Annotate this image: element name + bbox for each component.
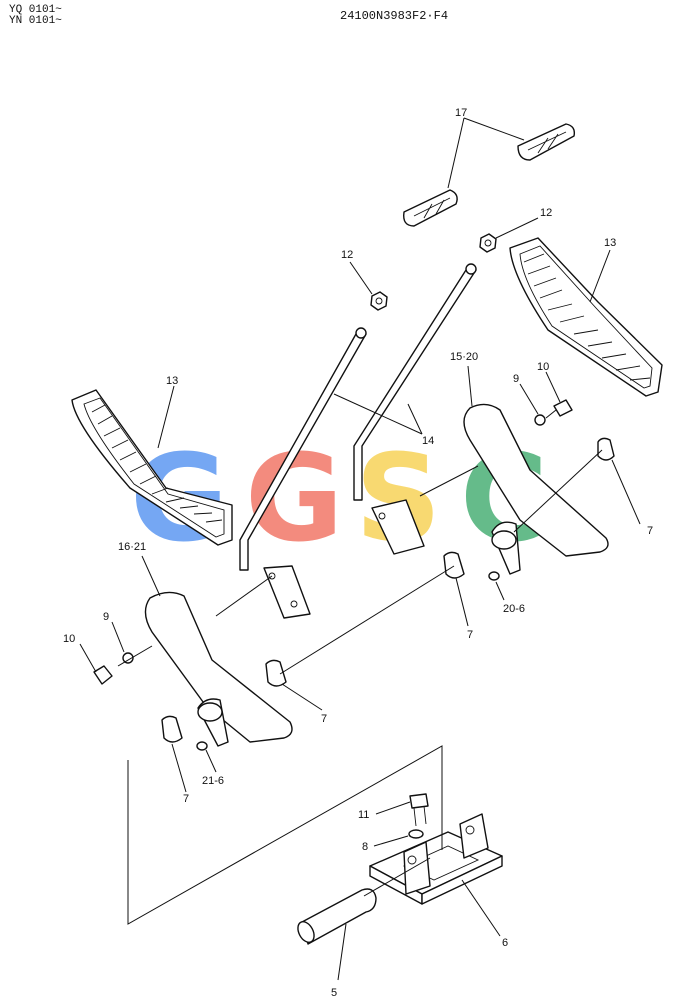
callout-12: 12 (540, 207, 552, 219)
drawing-number: 24100N3983F2·F4 (340, 9, 449, 23)
callout-10: 10 (63, 633, 75, 645)
callout-17: 17 (455, 107, 467, 119)
callout-10: 10 (537, 361, 549, 373)
assembly-lines (117, 409, 603, 925)
callout-6: 6 (502, 937, 508, 949)
pedal-arm-15-20 (463, 403, 609, 575)
washer-9 (122, 414, 546, 664)
callout-8: 8 (362, 841, 368, 853)
pin-20-6-21-6 (196, 571, 500, 751)
callout-7: 7 (647, 525, 653, 537)
bushing-7 (161, 437, 615, 743)
callout-9: 9 (513, 373, 519, 385)
callout-7: 7 (467, 629, 473, 641)
model-code-1: YQ 0101~ (9, 4, 62, 16)
callout-9: 9 (103, 611, 109, 623)
callout-13: 13 (166, 375, 178, 387)
callout-12: 12 (341, 249, 353, 261)
callout-20-6: 20-6 (503, 603, 525, 615)
washer-8 (408, 829, 424, 839)
pedal-rubber-17 (403, 123, 576, 227)
bracket-6 (369, 813, 503, 905)
callout-labels: 17 12 13 12 15·20 9 10 13 14 7 16·21 20-… (63, 107, 653, 999)
bolt-11 (409, 793, 429, 827)
callout-7: 7 (321, 713, 327, 725)
callout-14: 14 (422, 435, 434, 447)
callout-5: 5 (331, 987, 337, 999)
callout-16-21: 16·21 (118, 541, 146, 553)
callout-15-20: 15·20 (450, 351, 478, 363)
shaft-5 (297, 888, 377, 945)
nut-12 (370, 233, 497, 311)
callout-13: 13 (604, 237, 616, 249)
callout-7: 7 (183, 793, 189, 805)
pedal-arm-16-21 (144, 591, 293, 747)
bolt-10 (93, 399, 573, 685)
callout-21-6: 21-6 (202, 775, 224, 787)
leader-lines (79, 117, 641, 981)
pedal-rod-14 (239, 263, 477, 619)
callout-11: 11 (358, 809, 369, 821)
model-code-2: YN 0101~ (9, 15, 62, 27)
treadle-plate-13 (71, 237, 663, 546)
